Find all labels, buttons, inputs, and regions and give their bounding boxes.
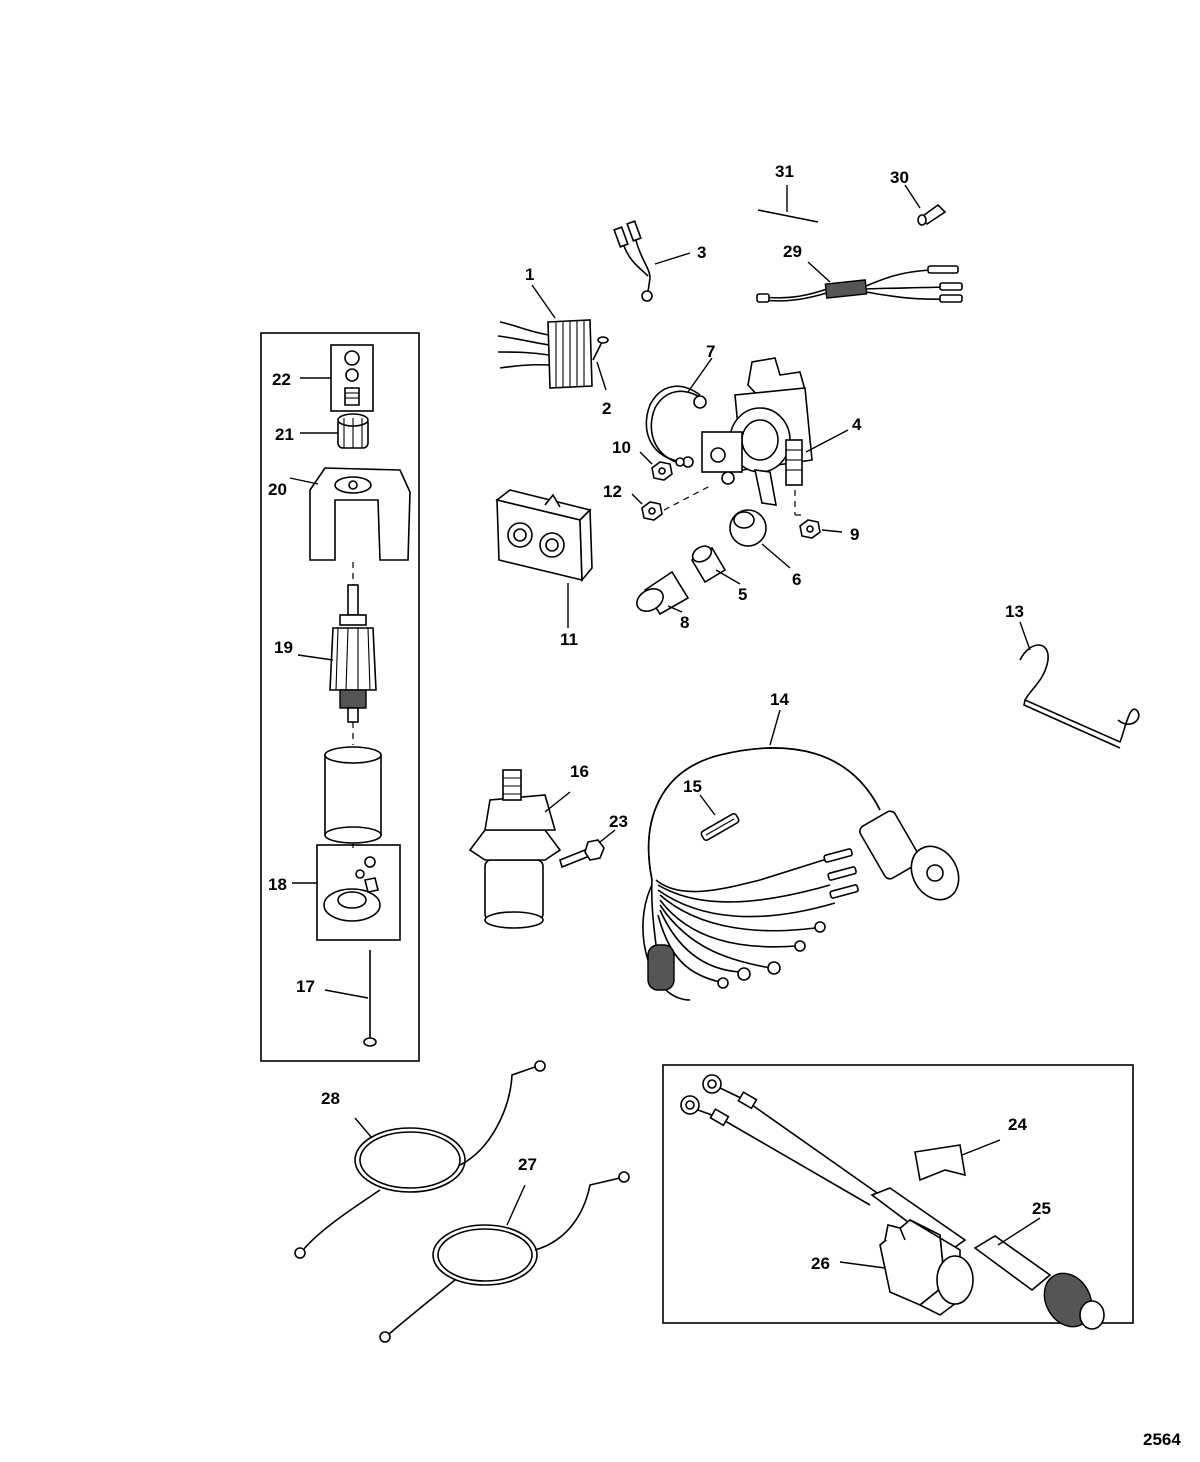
part-18-brush-plate [292,844,401,941]
part-15-fuse [699,794,740,842]
part-26-cable-bracket [839,1219,974,1316]
callout-22: 22 [272,370,291,389]
part-20-end-frame [289,467,411,561]
callout-6: 6 [792,570,801,589]
part-8-bushing [636,570,690,616]
part-4-solenoid [701,357,849,506]
part-10-nut [639,451,685,481]
callout-9: 9 [850,525,859,544]
part-17-through-bolt [324,950,377,1047]
callout-29: 29 [783,242,802,261]
part-5-sleeve [690,545,741,585]
part-22-brush-kit [300,344,374,412]
part-27-battery-cable [379,1171,630,1343]
callout-26: 26 [811,1254,830,1273]
callout-18: 18 [268,875,287,894]
callout-7: 7 [706,342,715,361]
callout-11: 11 [560,630,578,649]
callout-23: 23 [609,812,628,831]
callout-30: 30 [890,168,909,187]
callout-10: 10 [612,438,631,457]
callout-15: 15 [683,777,702,796]
part-23-bolt [559,829,616,869]
callout-31: 31 [775,162,794,181]
part-3-lead-wire [613,220,691,302]
part-11-bracket [495,489,593,628]
starter-motor-group-frame [260,332,420,1062]
starter-frame-housing [324,722,382,848]
callout-1: 1 [525,265,534,284]
callout-13: 13 [1005,602,1024,621]
part-19-armature [297,562,377,723]
battery-cable-group-frame [662,1064,1134,1324]
diagram-id: 2564 [1143,1430,1181,1449]
part-31-pin [757,185,819,223]
callout-28: 28 [321,1089,340,1108]
part-9-nut [794,490,843,539]
part-12-nut [631,485,711,521]
part-7-cable [645,357,713,468]
part-16-starter-motor [468,769,571,929]
part-30-connector-cap [904,184,947,226]
callout-12: 12 [603,482,622,501]
part-21-drive-gear [300,413,369,449]
part-28-battery-cable [294,1060,546,1259]
callout-24: 24 [1008,1115,1027,1134]
callout-20: 20 [268,480,287,499]
callout-27: 27 [518,1155,537,1174]
callout-4: 4 [852,415,862,434]
callout-14: 14 [770,690,789,709]
part-1-rectifier [497,284,593,389]
part-6-grommet [729,509,791,569]
callout-19: 19 [274,638,293,657]
callout-21: 21 [275,425,294,444]
callout-25: 25 [1032,1199,1051,1218]
part-14-main-harness [642,709,960,1001]
callout-5: 5 [738,585,747,604]
part-25-battery-cable-assembly [680,1074,1105,1330]
callout-17: 17 [296,977,315,996]
callout-3: 3 [697,243,706,262]
callout-2: 2 [602,399,611,418]
part-24-retainer-clip [914,1139,1001,1182]
callout-8: 8 [680,613,689,632]
part-2-screw [592,336,609,391]
callout-16: 16 [570,762,589,781]
part-29-jumper-harness [756,261,963,303]
part-13-spring-clip [1019,621,1140,749]
